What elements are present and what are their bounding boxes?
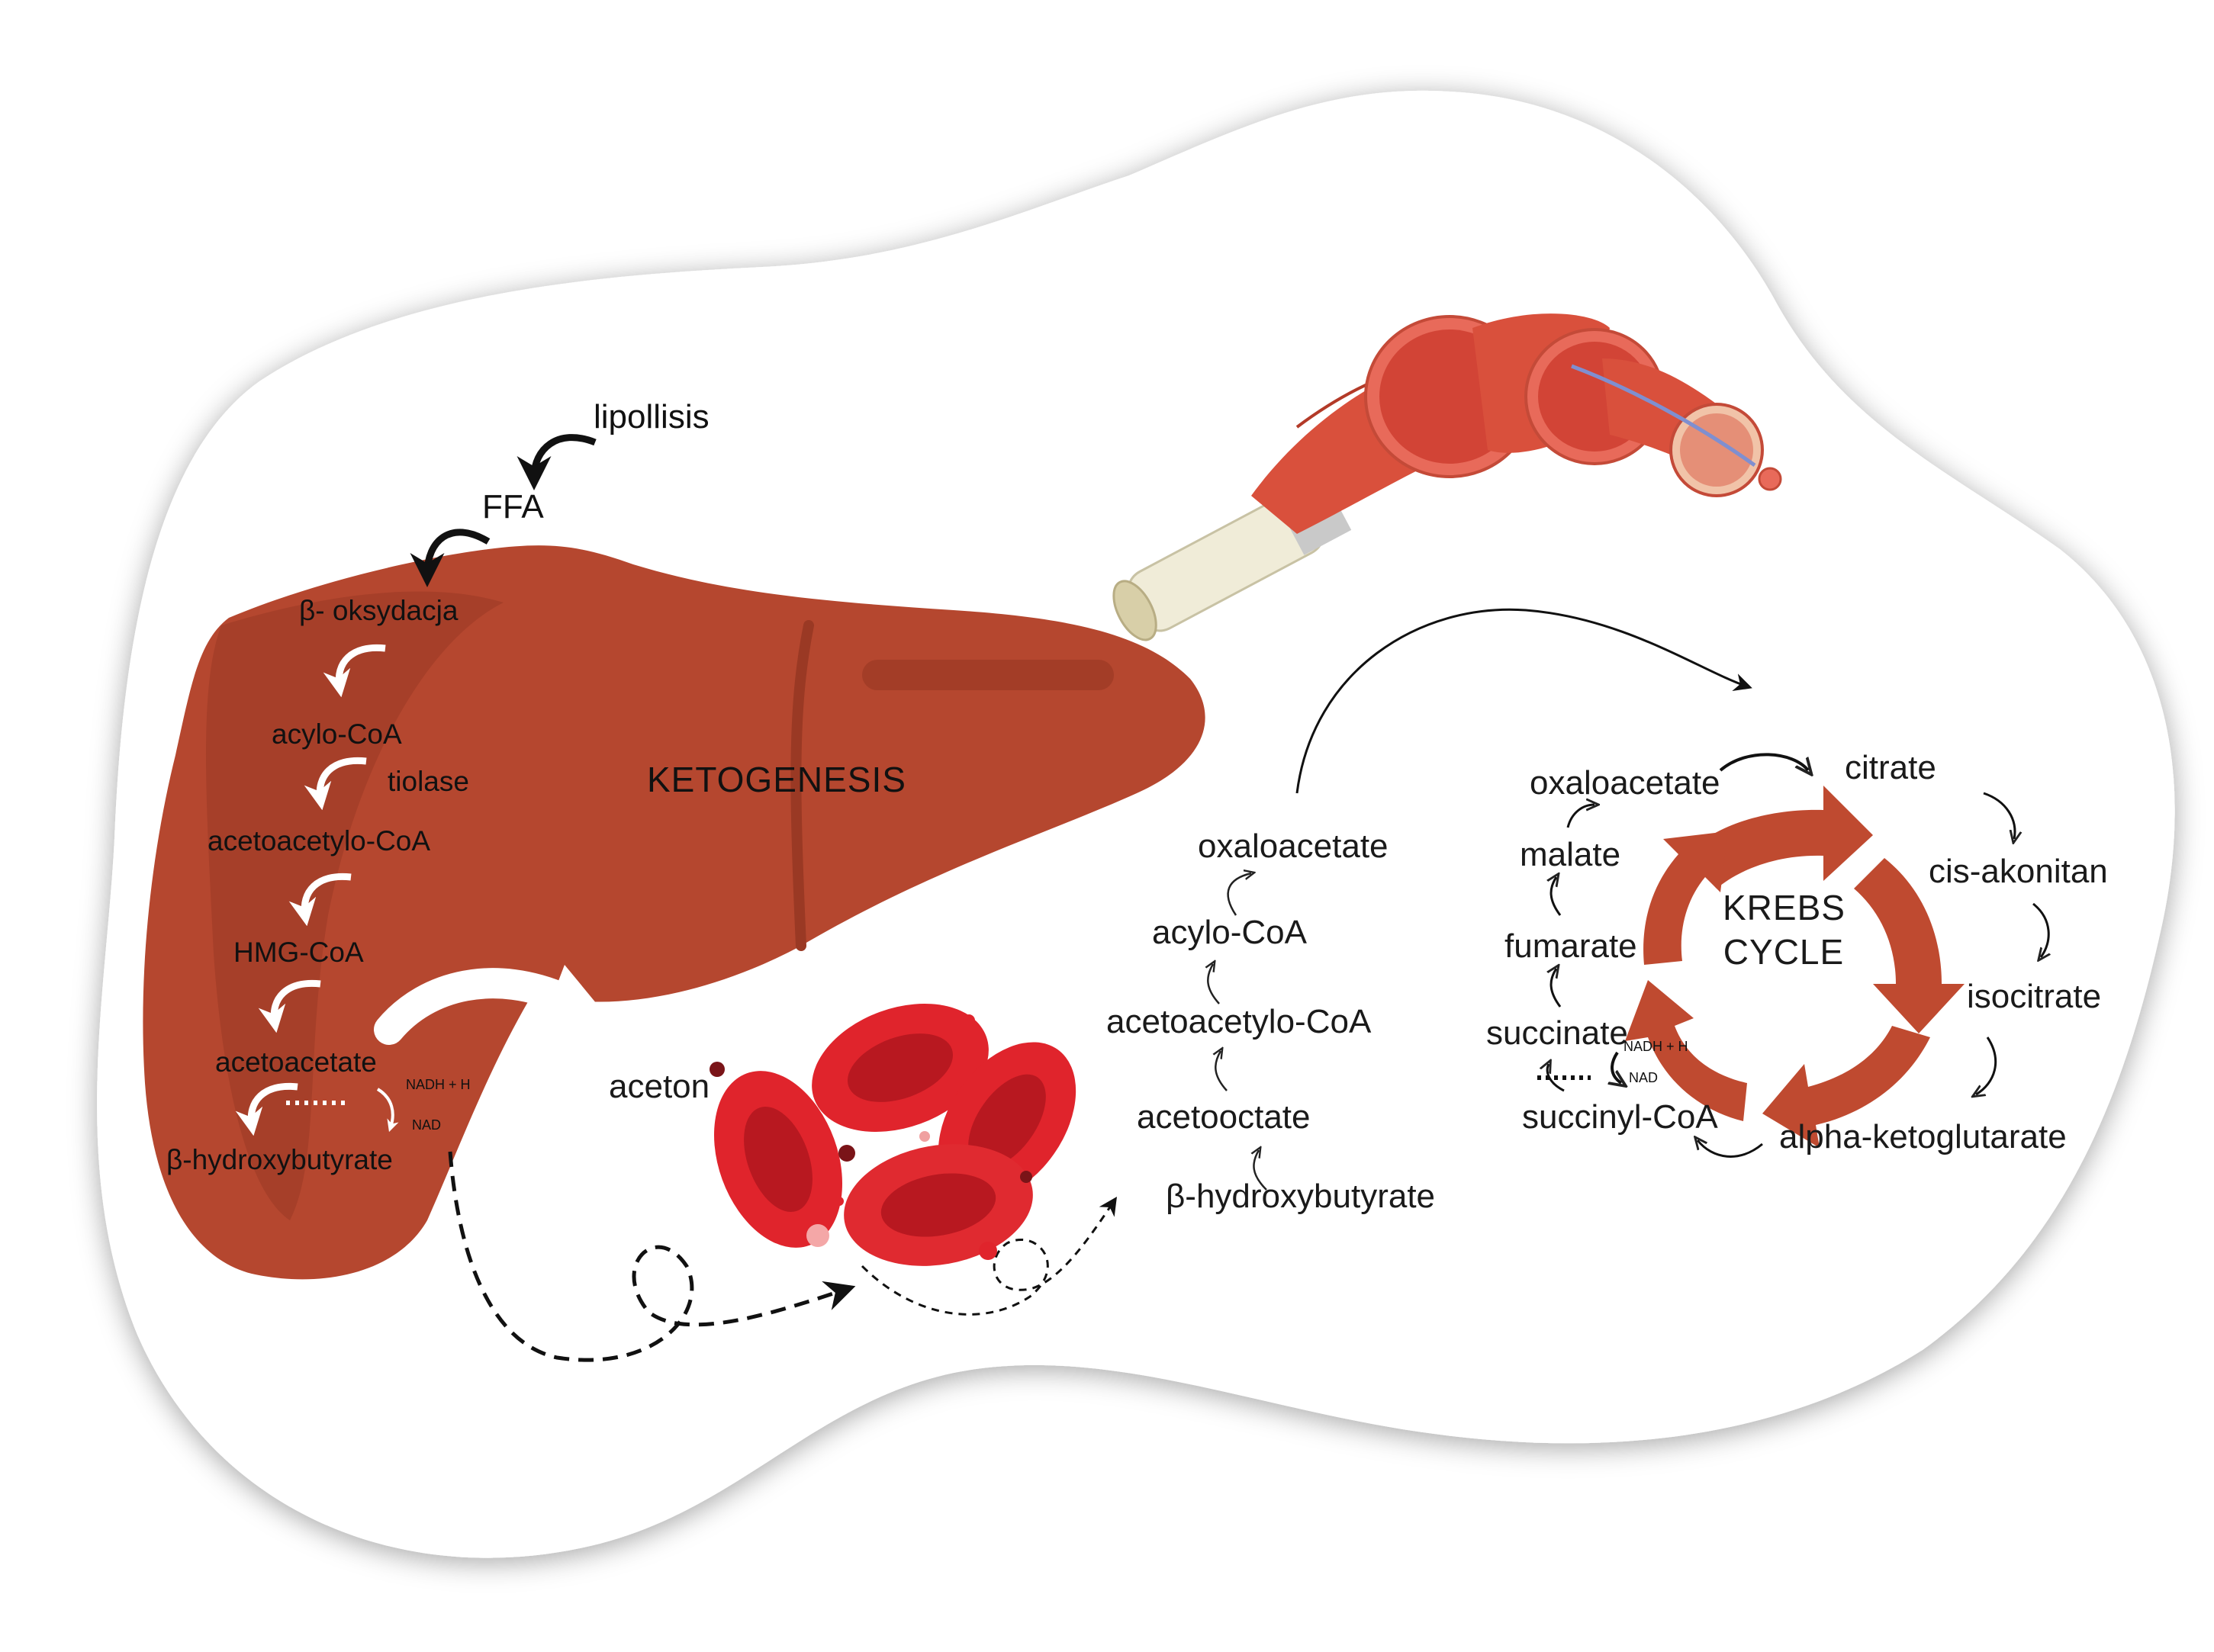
muscle-acyl-coa: acylo-CoA bbox=[1152, 914, 1307, 951]
muscle-beta-hydroxybutyrate: β-hydroxybutyrate bbox=[1166, 1178, 1436, 1215]
arrow-ffa-icon bbox=[410, 529, 491, 587]
liver-step-beta-oxidation: β- oksydacja bbox=[299, 595, 459, 626]
krebs-cycle-title: KREBS CYCLE bbox=[1723, 886, 1845, 974]
liver-step-beta-hydroxybutyrate: β-hydroxybutyrate bbox=[166, 1144, 393, 1175]
liver-step-acetoacetyl-coa: acetoacetylo-CoA bbox=[208, 825, 431, 857]
liver-step-hmg-coa: HMG-CoA bbox=[233, 937, 364, 968]
liver-step-acetoacetate: acetoacetate bbox=[215, 1046, 377, 1078]
ketogenesis-title: KETOGENESIS bbox=[647, 760, 906, 799]
ffa-label: FFA bbox=[482, 488, 544, 525]
aceton-label: aceton bbox=[609, 1068, 710, 1105]
muscle-pathway-arrows bbox=[1208, 873, 1267, 1191]
liver-step-acyl-coa: acylo-CoA bbox=[272, 718, 402, 750]
krebs-malate: malate bbox=[1520, 836, 1621, 873]
muscle-bone-illustration bbox=[1112, 313, 1782, 641]
muscle-acetooctate: acetooctate bbox=[1137, 1098, 1311, 1136]
liver-illustration bbox=[143, 545, 1205, 1280]
krebs-title-line1: KREBS bbox=[1723, 888, 1846, 927]
krebs-isocitrate: isocitrate bbox=[1967, 978, 2102, 1015]
liver-enzyme-tiolase: tiolase bbox=[388, 766, 469, 797]
big-white-arrow-icon bbox=[374, 968, 580, 1045]
muscle-oxaloacetate: oxaloacetate bbox=[1198, 828, 1389, 865]
krebs-nad-label: NAD bbox=[1629, 1070, 1659, 1085]
lipolysis-label: lipollisis bbox=[594, 398, 710, 435]
liver-nad-label: NAD bbox=[412, 1117, 442, 1133]
krebs-citrate: citrate bbox=[1845, 749, 1936, 786]
krebs-cycle-arrows-icon bbox=[1625, 786, 1965, 1148]
liver-step-arrows bbox=[235, 644, 399, 1136]
arrow-lipolysis-icon bbox=[516, 434, 597, 490]
krebs-metabolite-arrows bbox=[1547, 753, 2048, 1158]
krebs-cis-akonitan: cis-akonitan bbox=[1929, 853, 2108, 890]
red-blood-cells-illustration bbox=[710, 1003, 1076, 1266]
dashed-path-from-blood bbox=[861, 1197, 1117, 1316]
krebs-title-line2: CYCLE bbox=[1723, 931, 1845, 972]
krebs-succinyl-coa: succinyl-CoA bbox=[1522, 1098, 1718, 1136]
background-blob bbox=[97, 90, 2175, 1558]
muscle-acetoacetyl-coa: acetoacetylo-CoA bbox=[1106, 1003, 1372, 1040]
krebs-oxaloacetate: oxaloacetate bbox=[1530, 764, 1720, 802]
krebs-nadh-label: NADH + H bbox=[1623, 1039, 1688, 1054]
arrow-to-krebs-icon bbox=[1295, 608, 1752, 794]
krebs-fumarate: fumarate bbox=[1504, 927, 1637, 965]
liver-nadh-label: NADH + H bbox=[406, 1077, 471, 1092]
krebs-succinate: succinate bbox=[1486, 1014, 1628, 1052]
krebs-alpha-ketoglutarate: alpha-ketoglutarate bbox=[1779, 1118, 2067, 1155]
